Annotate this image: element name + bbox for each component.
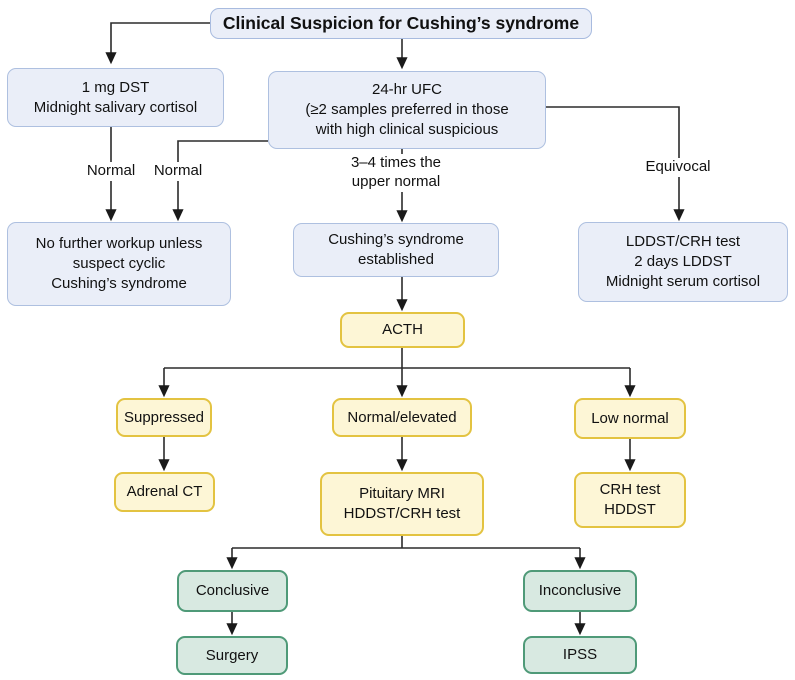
node-crh-test-hddst: CRH test HDDST <box>574 472 686 528</box>
edge-label-line: 3–4 times the <box>350 154 442 171</box>
node-line: Suppressed <box>123 408 205 426</box>
node-inconclusive: Inconclusive <box>523 570 637 612</box>
node-line: Cushing’s syndrome <box>51 274 187 292</box>
node-line: HDDST/CRH test <box>343 505 461 522</box>
node-line: CRH test <box>599 481 661 499</box>
node-line: Low normal <box>591 409 669 427</box>
edge-label-normal-left: Normal <box>83 162 139 181</box>
node-ipss: IPSS <box>523 636 637 674</box>
node-normal-elevated: Normal/elevated <box>332 398 472 437</box>
node-24hr-ufc: 24-hr UFC (≥2 samples preferred in those… <box>268 71 546 149</box>
node-line: Surgery <box>205 646 259 664</box>
node-no-further-workup: No further workup unless suspect cyclic … <box>7 222 231 306</box>
node-line: Conclusive <box>195 582 270 600</box>
edge-label-equivocal: Equivocal <box>642 158 714 177</box>
node-acth: ACTH <box>340 312 465 348</box>
node-line: 2 days LDDST <box>634 253 732 271</box>
edge-label-3-4-times-upper-normal: 3–4 times the upper normal <box>347 154 445 192</box>
node-line: Adrenal CT <box>126 483 203 501</box>
node-line: with high clinical suspicious <box>315 120 499 138</box>
edge-label-normal-right: Normal <box>150 162 206 181</box>
edge-title-to-dst <box>105 22 212 65</box>
node-surgery: Surgery <box>176 636 288 675</box>
node-1mg-dst: 1 mg DST Midnight salivary cortisol <box>7 68 224 127</box>
node-line: LDDST/CRH test <box>625 233 741 251</box>
edge-ufc-to-lddst <box>546 106 685 222</box>
node-line: Midnight serum cortisol <box>605 272 761 290</box>
node-pituitary-mri: Pituitary MRI HDDST/CRH test <box>320 472 484 536</box>
node-cushings-established: Cushing’s syndrome established <box>293 223 499 277</box>
node-conclusive: Conclusive <box>177 570 288 612</box>
node-line: suspect cyclic <box>72 255 166 273</box>
node-line: No further workup unless <box>35 235 203 253</box>
node-line: Normal/elevated <box>347 408 457 426</box>
node-line: Midnight salivary cortisol <box>33 98 198 116</box>
node-lddst-crh-test: LDDST/CRH test 2 days LDDST Midnight ser… <box>578 222 788 302</box>
edge-ufc-to-no-workup <box>172 140 268 222</box>
node-adrenal-ct: Adrenal CT <box>114 472 215 512</box>
node-line: IPSS <box>562 646 598 664</box>
node-line: Pituitary MRI <box>359 485 445 503</box>
node-clinical-suspicion: Clinical Suspicion for Cushing’s syndrom… <box>210 8 592 39</box>
node-line: Clinical Suspicion for Cushing’s syndrom… <box>222 12 580 33</box>
node-line: established <box>358 251 434 268</box>
node-line: 24-hr UFC <box>371 81 442 99</box>
node-line: Inconclusive <box>538 582 622 600</box>
node-low-normal: Low normal <box>574 398 686 439</box>
node-line: (≥2 samples preferred in those <box>305 101 509 119</box>
node-line: HDDST <box>604 501 656 518</box>
node-suppressed: Suppressed <box>116 398 212 437</box>
node-line: ACTH <box>382 321 423 339</box>
node-line: Cushing’s syndrome <box>328 231 464 249</box>
node-line: 1 mg DST <box>81 78 150 96</box>
edge-label-line: upper normal <box>351 172 441 190</box>
